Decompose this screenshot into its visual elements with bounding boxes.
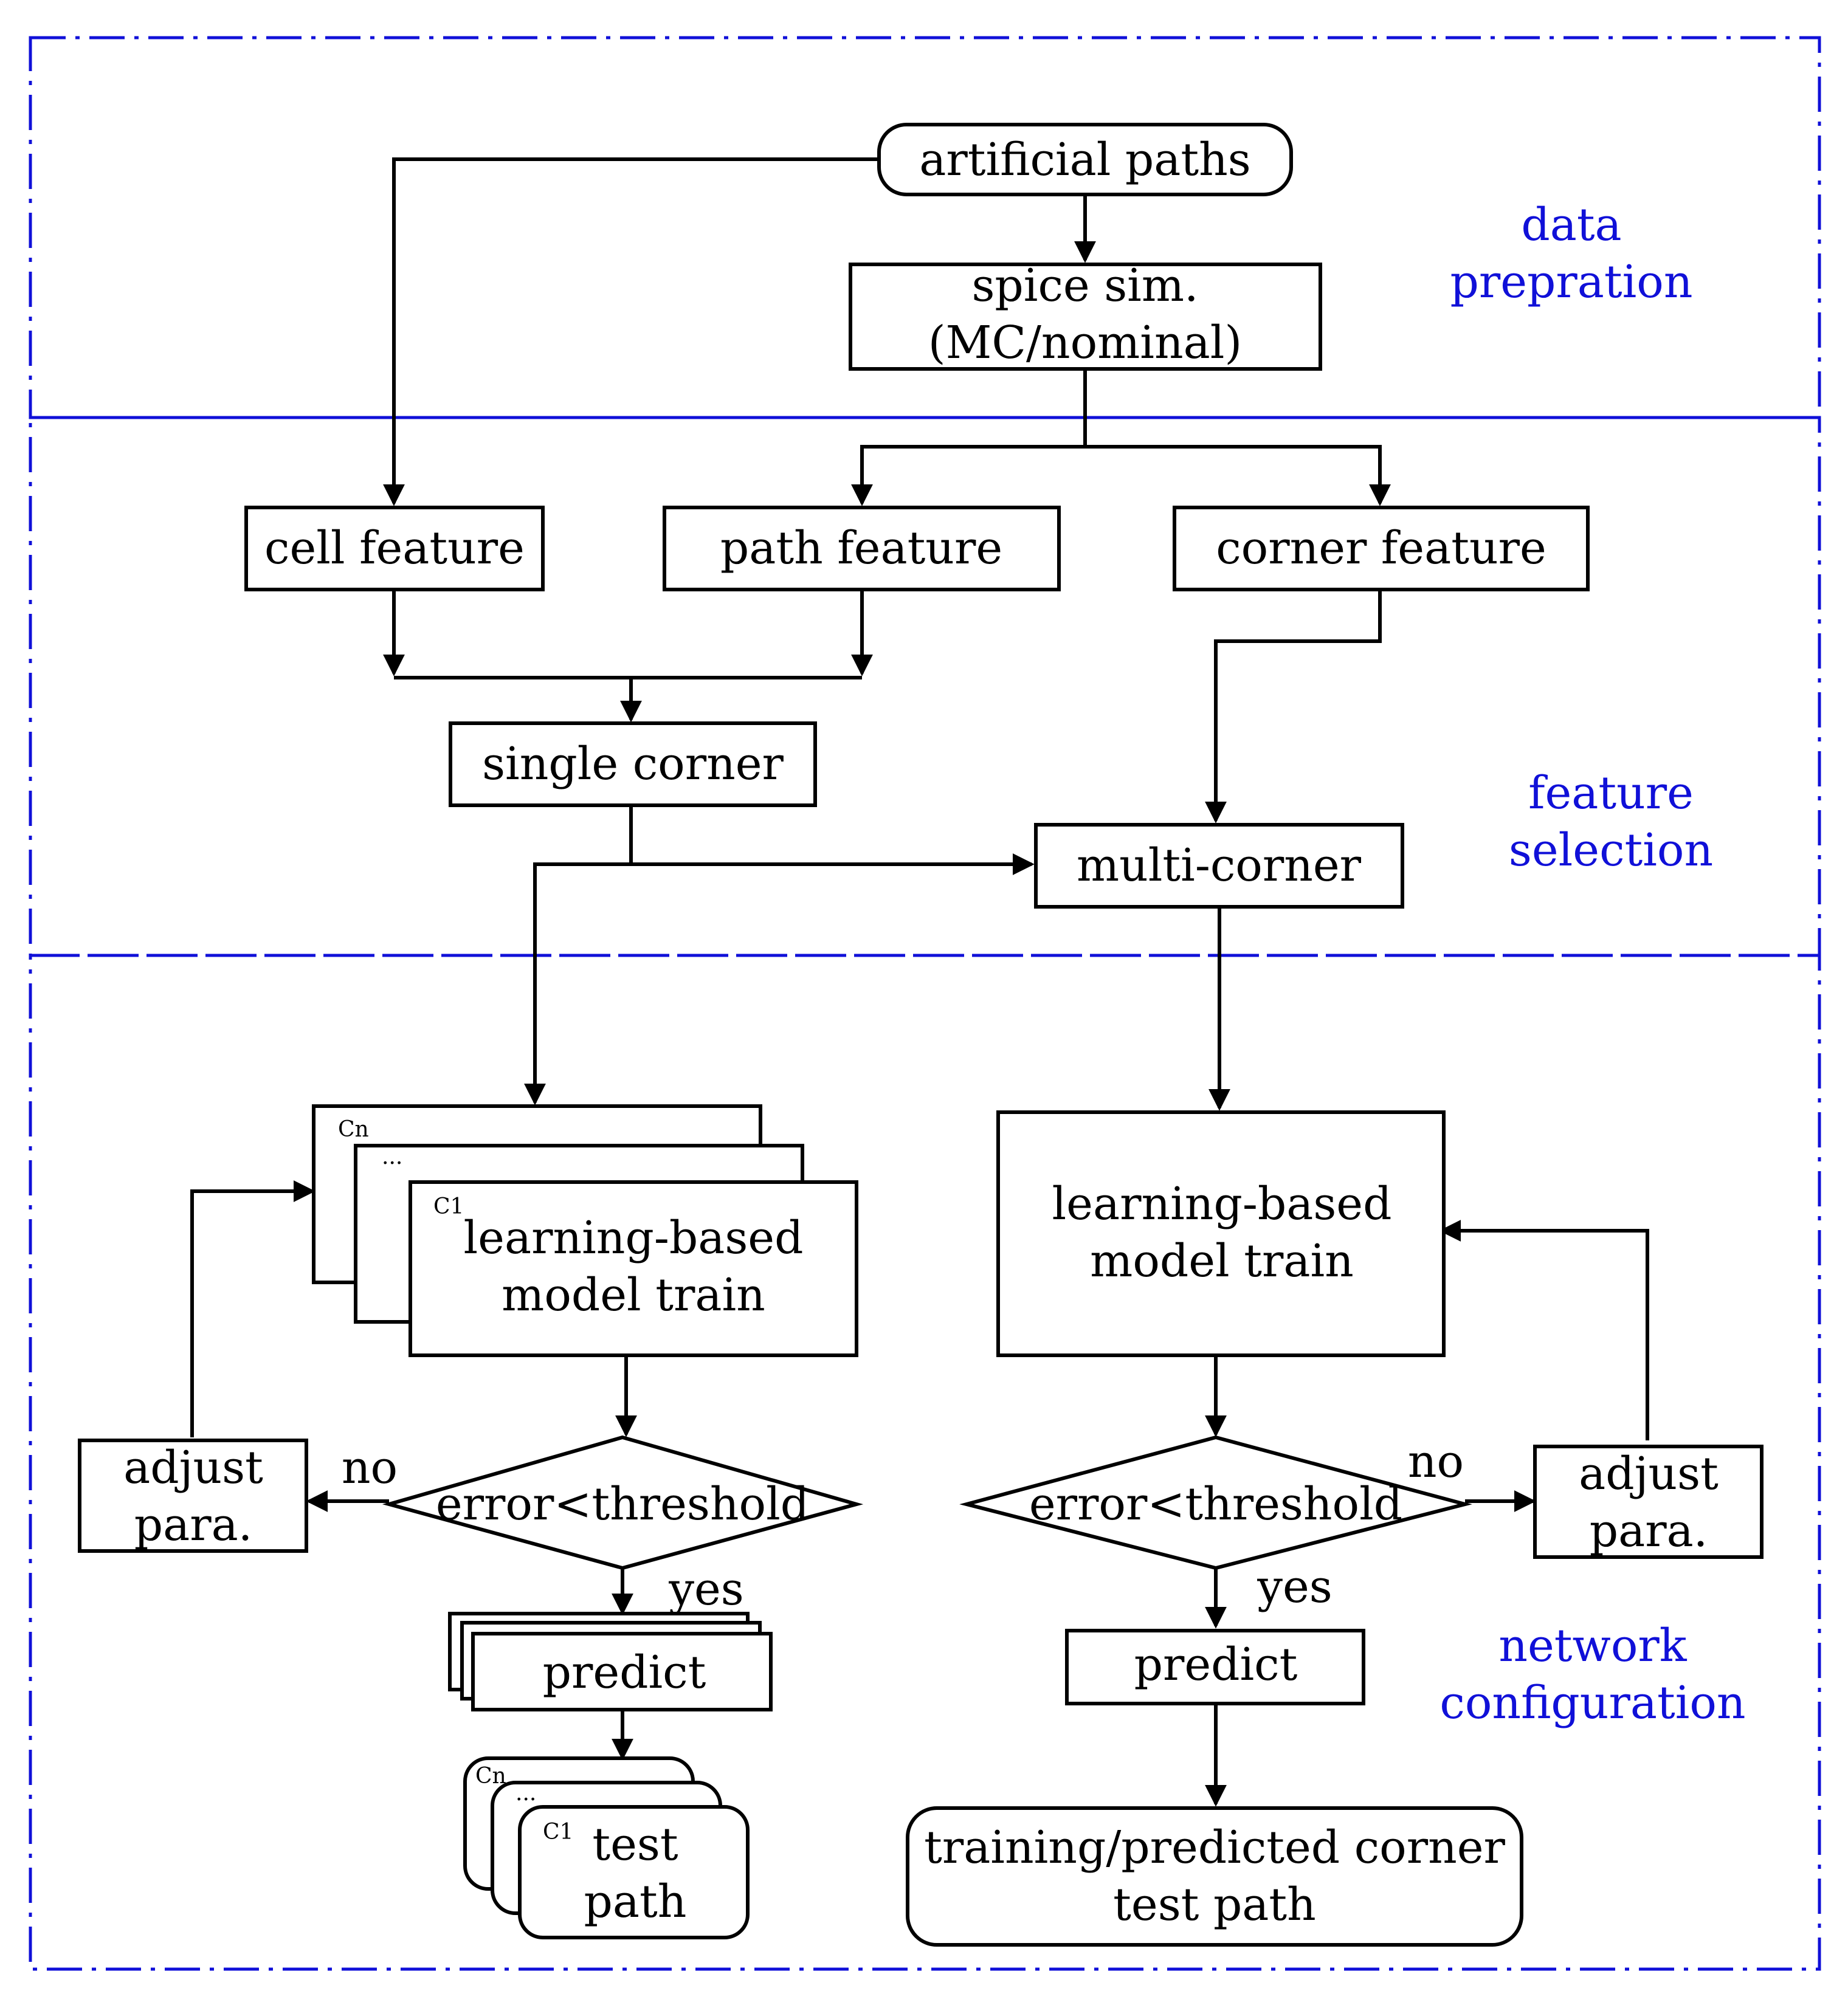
svg-text:corner feature: corner feature <box>1216 522 1546 574</box>
node-multi-corner: multi-corner <box>1034 823 1404 909</box>
node-corner-feature: corner feature <box>1173 506 1590 591</box>
edge-single-to-multi <box>629 805 1035 875</box>
svg-text:artificial paths: artificial paths <box>919 134 1251 186</box>
svg-text:cell feature: cell feature <box>264 522 525 574</box>
section-border-data-preparation <box>29 36 1821 419</box>
svg-text:...: ... <box>515 1781 536 1806</box>
edge-corner-feature-to-multi <box>1205 590 1382 824</box>
svg-text:error<threshold: error<threshold <box>1029 1478 1402 1530</box>
svg-text:C1: C1 <box>543 1820 573 1845</box>
edge-label-left-no: no <box>342 1442 398 1494</box>
node-left-predict-stack: predict <box>448 1612 773 1711</box>
connectors <box>190 157 1649 1807</box>
svg-text:spice sim.(MC/nominal): spice sim.(MC/nominal) <box>928 260 1243 369</box>
node-single-corner: single corner <box>449 721 817 807</box>
svg-text:predict: predict <box>543 1646 706 1699</box>
edge-right-adjust-loop <box>1439 1220 1649 1440</box>
svg-text:C1: C1 <box>433 1194 464 1219</box>
svg-text:multi-corner: multi-corner <box>1077 839 1362 892</box>
node-left-decision: error<threshold <box>382 1435 864 1570</box>
node-path-feature: path feature <box>663 506 1061 591</box>
edge-single-to-left-train <box>524 862 631 1106</box>
section-border-feature-selection <box>29 416 1821 957</box>
edge-spice-split <box>851 369 1087 506</box>
node-cell-feature: cell feature <box>244 506 545 591</box>
svg-text:Cn: Cn <box>338 1117 369 1142</box>
section-borders <box>29 36 1821 1971</box>
node-artificial-paths: artificial paths <box>877 123 1293 196</box>
svg-text:single corner: single corner <box>482 738 784 790</box>
node-spice-sim: spice sim.(MC/nominal) <box>849 260 1322 371</box>
svg-text:error<threshold: error<threshold <box>436 1478 809 1530</box>
node-right-predict: predict <box>1065 1629 1365 1705</box>
edge-left-adjust-loop <box>190 1180 315 1437</box>
edge-spice-to-corner-feature <box>1085 445 1391 506</box>
edge-paths-to-cell-feature <box>383 157 879 506</box>
edge-label-left-yes: yes <box>668 1563 744 1615</box>
edge-label-right-no: no <box>1408 1436 1464 1488</box>
svg-text:Cn: Cn <box>475 1764 506 1789</box>
edge-label-right-yes: yes <box>1257 1561 1333 1613</box>
svg-text:predict: predict <box>1134 1639 1298 1691</box>
node-right-decision: error<threshold <box>959 1435 1472 1570</box>
svg-text:...: ... <box>382 1144 402 1169</box>
section-border-network-configuration <box>29 954 1821 1971</box>
svg-text:path feature: path feature <box>720 522 1002 574</box>
